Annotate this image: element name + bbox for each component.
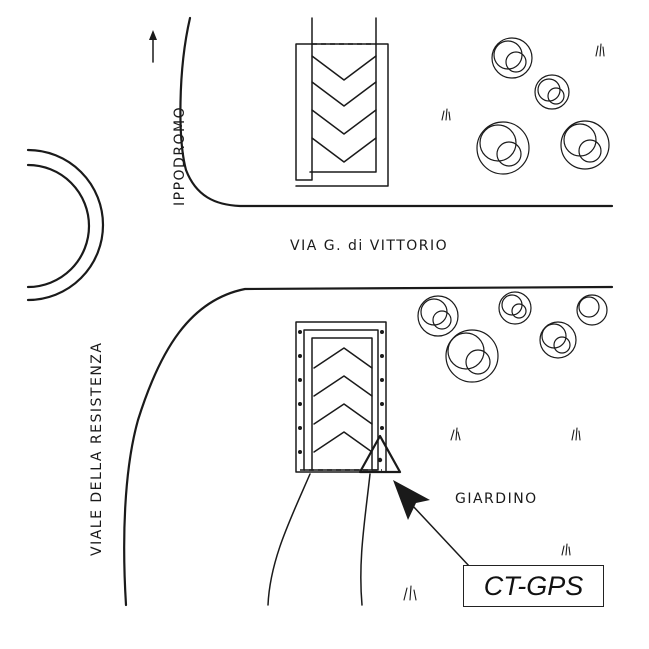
road-edge-ippodromo xyxy=(179,16,614,208)
driveway-west-edge xyxy=(267,473,311,606)
north-arrow-icon xyxy=(149,30,157,63)
street-label-ippodromo: IPPODROMO xyxy=(172,106,188,206)
pointer-arrow-icon xyxy=(393,480,471,568)
crosswalk-north xyxy=(295,17,389,187)
street-label-vittorio: VIA G. di VITTORIO xyxy=(290,238,448,254)
trees-north xyxy=(476,37,610,175)
roundabout xyxy=(26,148,105,302)
road-edge-resistenza-north xyxy=(123,285,614,607)
sensor-marker-icon xyxy=(358,434,402,474)
driveway-east-edge xyxy=(360,473,371,606)
trees-south xyxy=(417,291,608,383)
street-label-resistenza: VIALE DELLA RESISTENZA xyxy=(89,342,105,556)
crosswalk-south xyxy=(295,321,387,473)
device-label: CT-GPS xyxy=(463,565,604,607)
place-label-giardino: GIARDINO xyxy=(455,491,538,507)
grass-tufts xyxy=(403,43,605,601)
